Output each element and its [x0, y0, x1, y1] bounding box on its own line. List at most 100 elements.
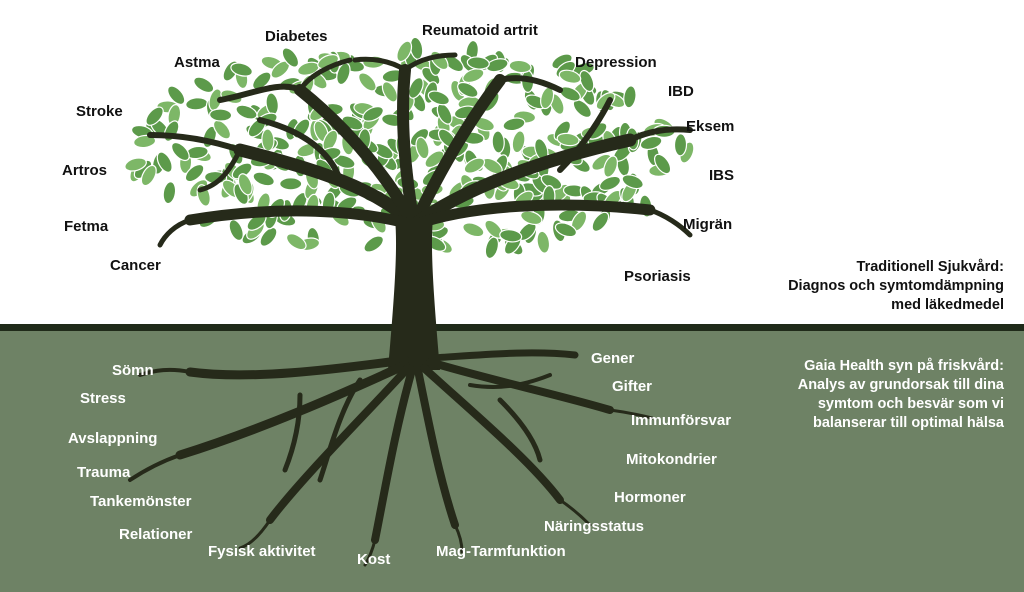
branch	[297, 57, 353, 93]
branch	[557, 97, 613, 173]
symptom-label-stroke: Stroke	[76, 103, 123, 120]
branch	[294, 84, 420, 231]
root-label-avslappning: Avslappning	[68, 430, 158, 447]
symptom-label-ibs: IBS	[709, 167, 735, 184]
traditional-care-line: Traditionell Sjukvård:	[856, 259, 1004, 275]
leaf	[463, 157, 486, 174]
leaf	[639, 135, 663, 151]
leaf	[193, 76, 215, 94]
branch	[157, 217, 193, 248]
root	[282, 392, 303, 473]
leaf	[579, 69, 595, 93]
symptom-label-reumatoid-artrit: Reumatoid artrit	[422, 22, 538, 39]
branch	[408, 74, 506, 231]
root	[558, 498, 592, 527]
root-label-naringsstatus: Näringsstatus	[544, 518, 645, 535]
symptom-label-diabetes: Diabetes	[265, 28, 328, 45]
symptom-label-astma: Astma	[174, 54, 220, 71]
root	[238, 518, 272, 550]
leaf	[466, 56, 490, 70]
leaf	[673, 133, 688, 157]
root	[468, 373, 552, 389]
leaf	[462, 68, 485, 84]
symptom-label-ibd: IBD	[668, 83, 694, 100]
leaf	[558, 69, 582, 84]
symptom-label-migran: Migrän	[683, 216, 733, 233]
leaf	[408, 77, 424, 99]
root-label-somn: Sömn	[112, 362, 154, 379]
leaf	[621, 174, 644, 190]
traditional-care-line: Diagnos och symtomdämpning	[788, 278, 1004, 294]
root-label-trauma: Trauma	[77, 464, 131, 481]
traditional-care-note: Traditionell Sjukvård: Diagnos och symto…	[788, 258, 1004, 315]
root	[497, 397, 543, 463]
leaf	[363, 235, 384, 253]
leaf	[381, 81, 398, 103]
root-label-hormoner: Hormoner	[614, 489, 686, 506]
leaf	[358, 72, 377, 92]
symptom-label-psoriasis: Psoriasis	[624, 268, 691, 285]
branch	[402, 52, 458, 73]
root	[317, 377, 363, 483]
root-label-fysisk-aktivitet: Fysisk aktivitet	[208, 543, 316, 560]
leaf	[554, 222, 577, 238]
leaf	[184, 163, 205, 183]
ground-line	[0, 324, 1024, 331]
branch	[197, 147, 243, 193]
branch	[647, 207, 693, 238]
root	[128, 453, 182, 482]
root-label-relationer: Relationer	[119, 526, 193, 543]
leaf	[427, 90, 450, 106]
leaf	[133, 134, 157, 149]
leaf	[167, 85, 186, 105]
leaf	[508, 59, 532, 74]
branch	[407, 133, 637, 232]
branch	[352, 56, 408, 73]
symptom-label-eksem: Eksem	[686, 118, 735, 135]
root-label-mag-tarmfunktion: Mag-Tarmfunktion	[436, 543, 566, 560]
leaf	[281, 47, 300, 68]
leaf	[362, 106, 384, 122]
traditional-care-line: med läkedmedel	[891, 297, 1004, 313]
root-label-immunforsvar: Immunförsvar	[631, 412, 732, 429]
leaf	[124, 157, 147, 172]
leaf	[462, 222, 485, 238]
gaia-health-line: symtom och besvär som vi	[817, 396, 1004, 412]
leaf	[171, 141, 190, 162]
leaf	[603, 155, 618, 178]
branch	[408, 199, 656, 231]
root	[371, 366, 416, 544]
leaf	[156, 151, 173, 173]
leaf	[654, 153, 672, 175]
leaf	[457, 81, 479, 98]
symptom-label-fetma: Fetma	[64, 218, 109, 235]
leaf	[499, 229, 523, 243]
root-label-stress: Stress	[80, 390, 126, 407]
branch	[217, 83, 303, 103]
symptom-label-depression: Depression	[575, 54, 657, 71]
root	[428, 349, 579, 362]
tree-roots	[128, 349, 654, 567]
leaf	[145, 106, 164, 126]
leaf	[591, 211, 610, 232]
leaf	[285, 233, 307, 251]
gaia-health-line: Analys av grundorsak till dina	[797, 377, 1004, 393]
symptom-label-cancer: Cancer	[110, 257, 161, 274]
gaia-health-note: Gaia Health syn på friskvård: Analys av …	[798, 357, 1004, 433]
leaf	[228, 219, 244, 242]
leaf	[252, 171, 275, 187]
leaf	[502, 117, 526, 132]
leaf	[520, 210, 543, 226]
leaf	[140, 164, 157, 187]
gaia-health-line: Gaia Health syn på friskvård:	[804, 358, 1004, 374]
leaf	[536, 230, 551, 254]
tree-branches	[147, 52, 693, 248]
leaf	[259, 226, 278, 247]
root	[363, 538, 377, 567]
root-label-gener: Gener	[591, 350, 635, 367]
leaf	[623, 85, 637, 109]
root-label-gifter: Gifter	[612, 378, 653, 395]
root-label-tankemonster: Tankemönster	[90, 493, 192, 510]
branch	[627, 126, 693, 143]
root	[426, 358, 614, 414]
